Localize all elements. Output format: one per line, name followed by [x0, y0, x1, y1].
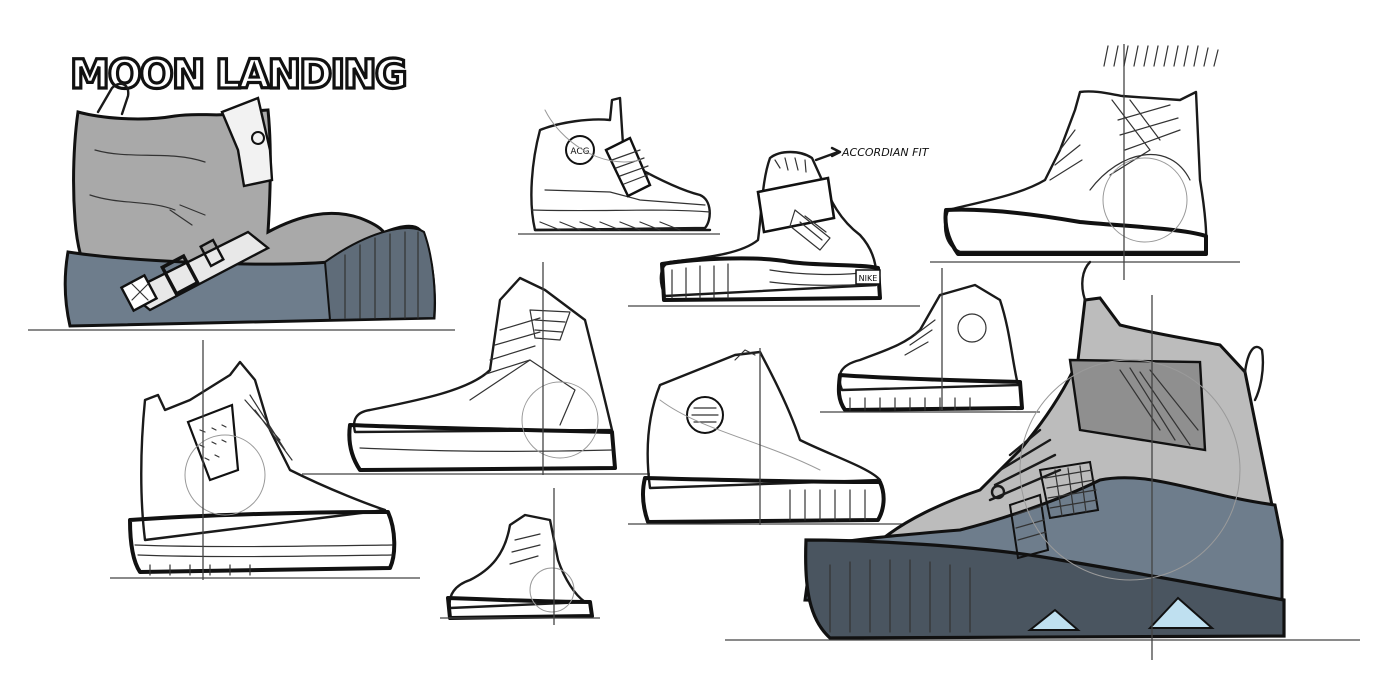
crosshatch-hiking-boot-sketch — [930, 44, 1240, 280]
accordion-fit-boot-sketch: NIKE ACCORDIAN FIT — [628, 146, 930, 307]
acg-boot-sketch: ACG — [518, 96, 720, 235]
heel-tag-text: NIKE — [859, 274, 878, 283]
moon-landing-boot-sketch — [28, 82, 455, 331]
sketch-title: MOON LANDING — [70, 52, 406, 98]
mesh-panel-boot-sketch — [110, 340, 420, 580]
acg-logo-text: ACG — [570, 147, 589, 157]
tiny-boot-sketch — [440, 488, 600, 625]
accordion-fit-annotation: ACCORDIAN FIT — [841, 146, 930, 159]
round-badge-boot-sketch — [628, 348, 930, 525]
tall-boot-sketch — [302, 262, 650, 475]
hero-boot-sketch — [725, 260, 1360, 660]
small-laced-boot-sketch — [820, 268, 1040, 413]
